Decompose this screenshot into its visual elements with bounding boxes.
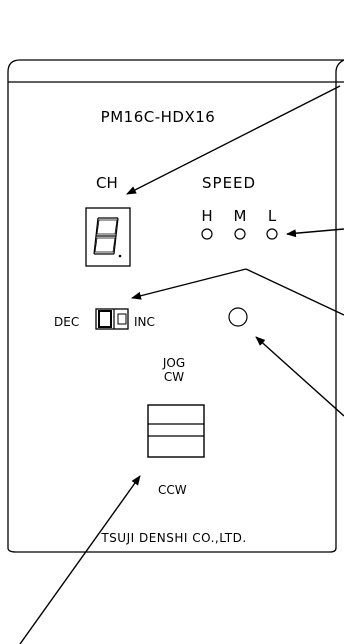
- speed-l-led: [266, 228, 278, 240]
- round-push-button[interactable]: [228, 307, 248, 327]
- arrow-to-speed-leds: [286, 228, 344, 238]
- speed-h-led: [201, 228, 213, 240]
- ccw-label: CCW: [158, 483, 187, 497]
- arrow-to-round-button: [255, 336, 344, 417]
- speed-label: SPEED: [202, 174, 256, 192]
- channel-label: CH: [96, 174, 118, 192]
- seven-segment-display: [85, 207, 131, 267]
- callout-lines: [19, 85, 344, 644]
- jog-cw-label: CW: [164, 370, 184, 384]
- dec-inc-toggle-switch[interactable]: [95, 308, 129, 330]
- model-title: PM16C-HDX16: [101, 108, 216, 126]
- arrow-to-jog-switch: [19, 475, 141, 644]
- speed-m-led: [234, 228, 246, 240]
- arrow-to-channel-display: [126, 85, 341, 195]
- jog-rocker-switch[interactable]: [147, 404, 205, 458]
- speed-m-label: M: [234, 207, 247, 225]
- leader-from-switch-area: [245, 268, 344, 316]
- speed-h-label: H: [201, 207, 212, 225]
- arrow-to-dec-inc-switch: [131, 268, 247, 300]
- speed-l-label: L: [268, 207, 277, 225]
- jog-label: JOG: [162, 356, 185, 370]
- inc-label: INC: [134, 315, 155, 329]
- dec-label: DEC: [54, 315, 79, 329]
- maker-label: TSUJI DENSHI CO.,LTD.: [100, 531, 246, 545]
- panel-outline: [7, 59, 344, 553]
